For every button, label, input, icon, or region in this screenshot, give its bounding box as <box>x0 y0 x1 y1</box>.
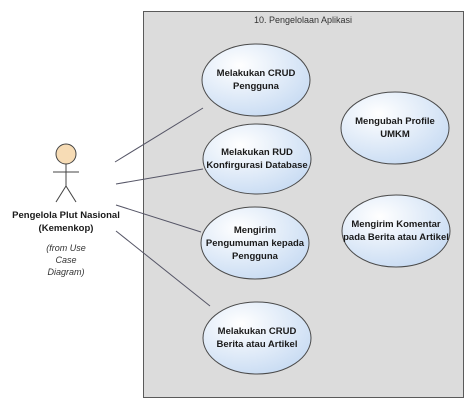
usecase-5-line1: Mengubah Profile <box>355 116 435 127</box>
association-pengumuman <box>115 204 202 233</box>
actor-name-line1: Pengelola Plut Nasional <box>12 210 120 221</box>
usecase-1-line1: Melakukan CRUD <box>216 68 296 79</box>
usecase-label-berita-artikel: Melakukan CRUD Berita atau Artikel <box>203 302 311 374</box>
usecase-5-line2: UMKM <box>380 129 410 140</box>
association-berita-artikel <box>115 230 211 307</box>
association-crud-pengguna <box>114 107 204 163</box>
usecase-label-pengumuman: Mengirim Pengumuman kepada Pengguna <box>201 207 309 279</box>
usecase-6-line1: Mengirim Komentar <box>351 219 441 230</box>
usecase-2-line2: Konfirgurasi Database <box>206 160 308 171</box>
actor-from-line2: Case <box>55 255 77 265</box>
actor-head <box>55 143 77 165</box>
usecase-mengirim-pengumuman[interactable] <box>200 206 310 280</box>
usecase-rud-konfigurasi-database[interactable] <box>202 123 312 195</box>
usecase-crud-berita-artikel[interactable] <box>202 301 312 375</box>
usecase-label-rud-database: Melakukan RUD Konfirgurasi Database <box>200 124 314 194</box>
system-title: 10. Pengelolaan Aplikasi <box>253 15 353 25</box>
usecase-label-crud-pengguna: Melakukan CRUD Pengguna <box>202 44 310 116</box>
usecase-3-line2: Pengumuman kepada <box>205 237 305 249</box>
usecase-mengirim-komentar[interactable] <box>341 194 451 268</box>
usecase-label-profile-umkm: Mengubah Profile UMKM <box>341 92 449 164</box>
usecase-3-line3: Pengguna <box>232 250 278 262</box>
usecase-2-line1: Melakukan RUD <box>221 147 293 158</box>
usecase-label-komentar: Mengirim Komentar pada Berita atau Artik… <box>336 195 456 267</box>
usecase-1-line2: Pengguna <box>233 81 279 92</box>
actor-name-line2: (Kemenkop) <box>38 223 94 234</box>
usecase-4-line1: Melakukan CRUD <box>217 326 297 337</box>
actor-from-line3: Diagram) <box>47 267 85 277</box>
association-rud-database <box>115 168 204 185</box>
usecase-crud-pengguna[interactable] <box>201 43 311 117</box>
actor-leg-right <box>65 185 77 203</box>
usecase-6-line2: pada Berita atau Artikel <box>343 232 449 243</box>
actor-leg-left <box>55 185 67 203</box>
actor-figure[interactable] <box>53 143 79 203</box>
actor-from-line1: (from Use <box>46 243 86 253</box>
usecase-mengubah-profile-umkm[interactable] <box>340 91 450 165</box>
usecase-4-line2: Berita atau Artikel <box>216 339 298 350</box>
usecase-3-line1: Mengirim <box>233 224 277 236</box>
